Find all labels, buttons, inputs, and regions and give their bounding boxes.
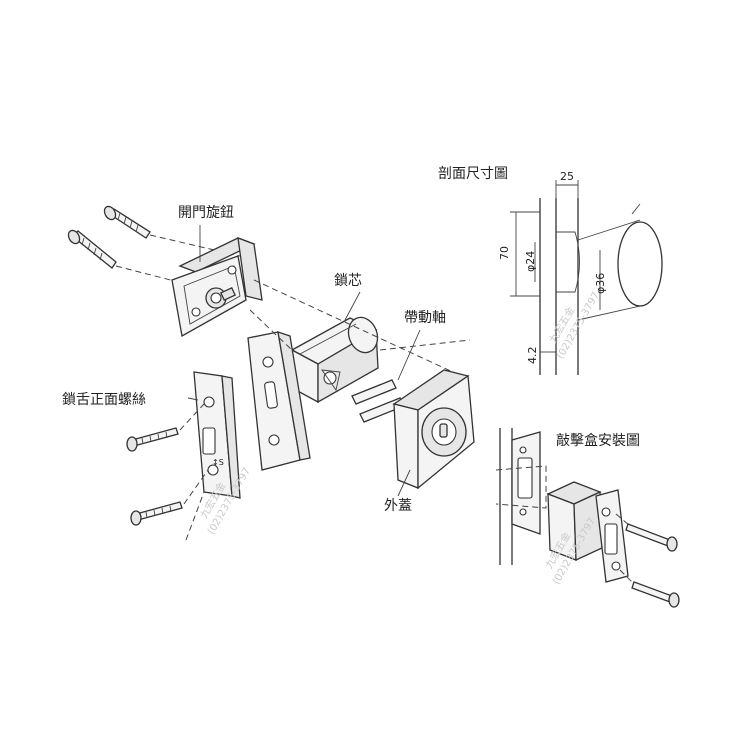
label-outer-cover: 外蓋	[384, 498, 412, 514]
section-dimension-drawing: 剖面尺寸圖 25 70 φ24 4.2 φ36	[438, 166, 663, 375]
screw-top-2	[67, 229, 117, 269]
label-latch-screw: 鎖舌正面螺絲	[62, 392, 146, 408]
dim-25: 25	[560, 170, 574, 183]
strike-plate	[595, 489, 629, 583]
strike-screw-1	[625, 523, 678, 552]
screw-top-1	[103, 205, 151, 239]
strike-box	[546, 481, 603, 561]
mounting-plate	[247, 331, 311, 471]
strike-screw-2	[631, 581, 680, 608]
thumb-turn-plate	[171, 237, 263, 338]
outer-cover	[392, 369, 475, 490]
latch-screw-1	[126, 427, 179, 452]
label-lock-core: 鎖芯	[334, 273, 362, 289]
label-drive-shaft: 帶動軸	[404, 310, 446, 326]
watermark-2: 九宏五金 (02)2375-3797	[546, 290, 602, 360]
label-thumb-turn: 開門旋鈕	[178, 205, 234, 221]
latch-screw-2	[130, 501, 183, 526]
latch-faceplate: ↕S	[193, 371, 241, 499]
dim-36: φ36	[594, 273, 607, 294]
label-section-dims: 剖面尺寸圖	[438, 166, 508, 182]
dim-42: 4.2	[526, 347, 539, 365]
label-strike-box: 敲擊盒安裝圖	[556, 432, 640, 449]
dim-70: 70	[498, 246, 511, 260]
dim-24: φ24	[524, 251, 537, 272]
svg-text:↕S: ↕S	[212, 458, 224, 467]
strike-box-installation: 敲擊盒安裝圖	[495, 428, 680, 608]
